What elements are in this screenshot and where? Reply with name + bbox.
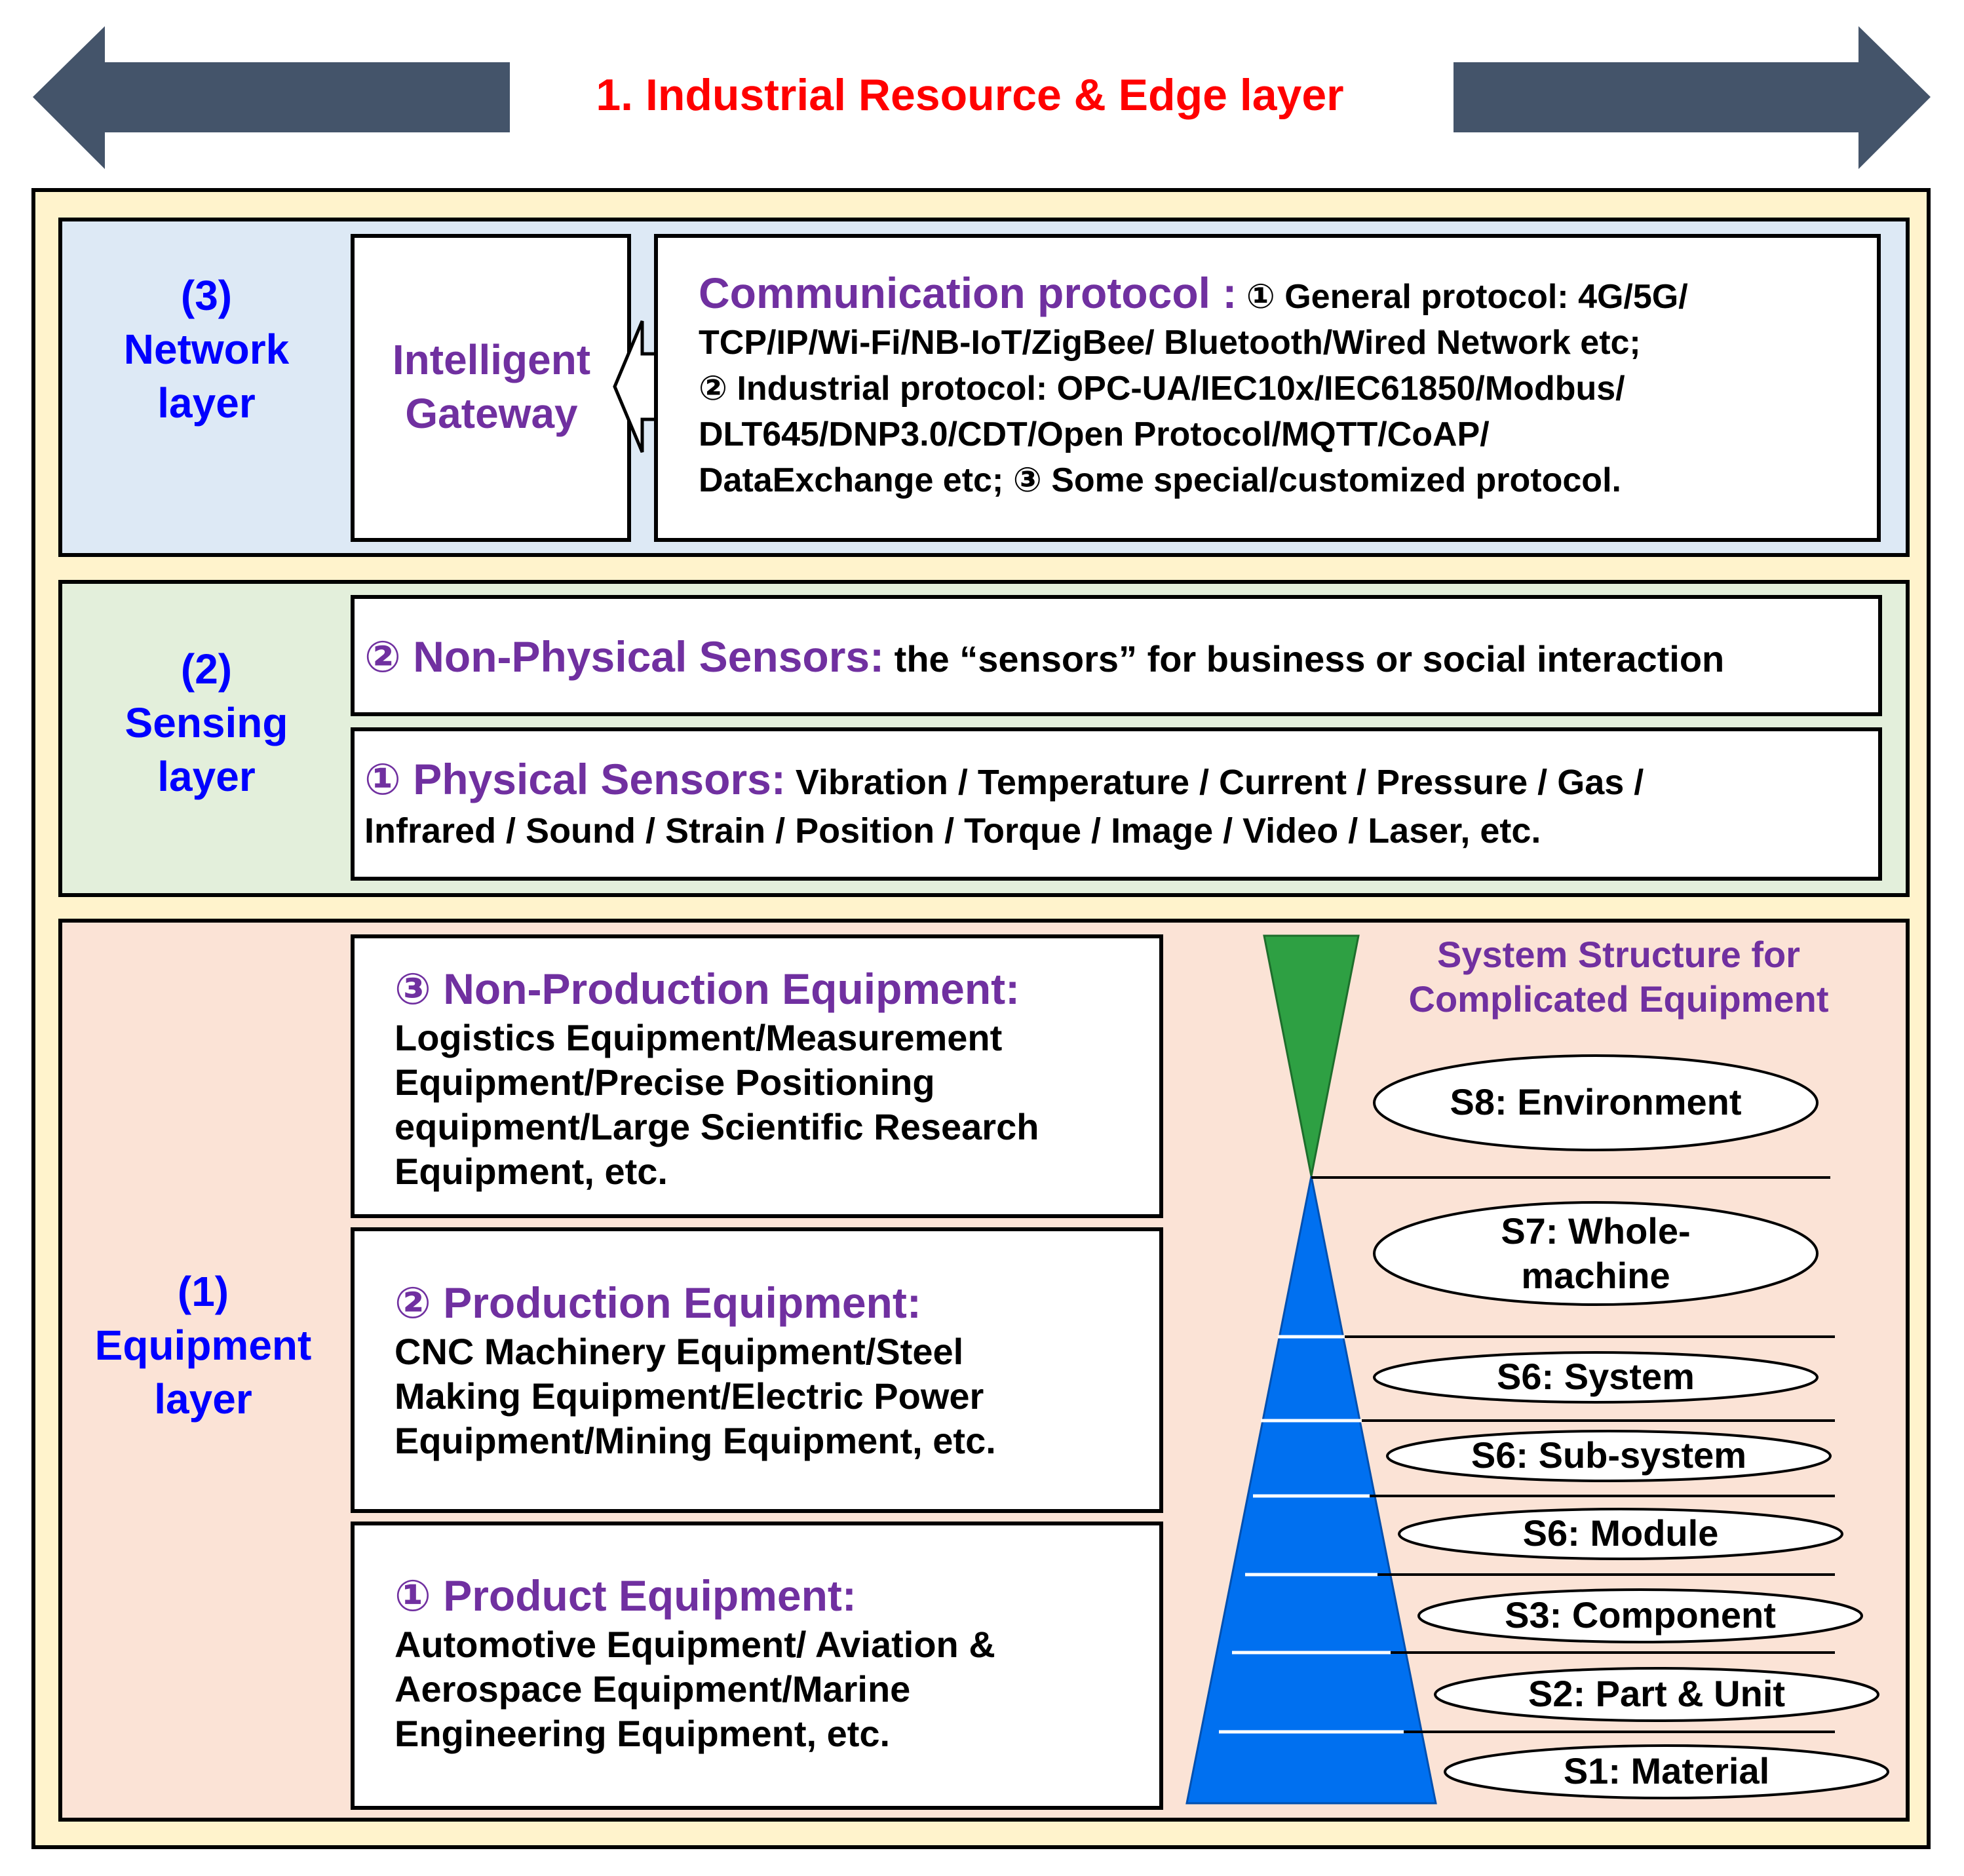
- level-ellipse-s1: [1444, 1744, 1889, 1799]
- product-equipment-text: ① Product Equipment: Automotive Equipmen…: [395, 1569, 1142, 1756]
- level-ellipse-s7: [1373, 1201, 1819, 1306]
- equipment-hierarchy-triangle: [1185, 1176, 1437, 1805]
- network-layer-label: (3) Network layer: [123, 272, 290, 427]
- pyramid-divider-lines: [1219, 1335, 1404, 1734]
- level-label-s2: S2: Part & Unit: [1528, 1673, 1786, 1714]
- protocol-line: TCP/IP/Wi-Fi/NB-IoT/ZigBee/ Bluetooth/Wi…: [699, 324, 1641, 362]
- protocol-text: Communication protocol : ① General proto…: [699, 270, 1872, 503]
- diagram-title: 1. Industrial Resource & Edge layer: [596, 70, 1344, 120]
- product-equipment-heading: ① Product Equipment:: [395, 1571, 857, 1620]
- sensing-layer-label: (2) Sensing layer: [125, 645, 288, 800]
- physical-sensors-text: ① Physical Sensors: Vibration / Temperat…: [364, 755, 1644, 851]
- physical-sensors-box: [351, 727, 1882, 881]
- non-physical-sensors-box: [351, 595, 1882, 716]
- double-arrow-graphic: [33, 26, 1931, 169]
- level-label-s8: S8: Environment: [1450, 1081, 1742, 1122]
- production-equipment-heading: ② Production Equipment:: [395, 1278, 921, 1327]
- non-production-equipment-heading: ③ Non-Production Equipment:: [395, 965, 1020, 1013]
- level-label-s6-subsystem: S6: Sub-system: [1471, 1434, 1747, 1476]
- protocol-line: DLT645/DNP3.0/CDT/Open Protocol/MQTT/CoA…: [699, 415, 1490, 453]
- production-equipment-box: [351, 1227, 1163, 1513]
- non-production-equipment-box: [351, 934, 1163, 1218]
- left-arrow-icon: [33, 26, 510, 169]
- level-separator-lines: [1311, 1176, 1835, 1733]
- level-label-s3: S3: Component: [1505, 1594, 1776, 1636]
- non-physical-sensors-text: ② Non-Physical Sensors: the “sensors” fo…: [364, 630, 1872, 685]
- level-label-s6-system: S6: System: [1497, 1356, 1695, 1397]
- non-physical-sensors-heading: ② Non-Physical Sensors:: [364, 632, 885, 681]
- non-physical-sensors-desc: the “sensors” for business or social int…: [894, 638, 1725, 680]
- gateway-label: Intelligent Gateway: [392, 336, 591, 437]
- protocol-line: ① General protocol: 4G/5G/: [1246, 278, 1688, 316]
- protocol-line: ② Industrial protocol: OPC-UA/IEC10x/IEC…: [699, 370, 1625, 408]
- level-ellipse-s8: [1373, 1054, 1819, 1151]
- right-arrow-icon: [1454, 26, 1931, 169]
- level-ellipse-s6-module: [1398, 1508, 1843, 1560]
- level-ellipse-s6-system: [1373, 1351, 1819, 1404]
- level-label-s1: S1: Material: [1563, 1750, 1770, 1791]
- protocol-heading: Communication protocol :: [699, 269, 1237, 317]
- equipment-layer-label: (1) Equipment layer: [94, 1268, 312, 1423]
- environment-triangle: [1263, 934, 1360, 1177]
- product-equipment-box: [351, 1522, 1163, 1810]
- level-label-s6-module: S6: Module: [1522, 1512, 1719, 1554]
- protocol-box: [654, 234, 1881, 542]
- level-ellipses: [1373, 1054, 1889, 1799]
- physical-sensors-heading: ① Physical Sensors:: [364, 755, 786, 803]
- system-structure-title: System Structure for Complicated Equipme…: [1408, 934, 1829, 1020]
- level-ellipse-s2: [1434, 1667, 1879, 1722]
- protocol-line: DataExchange etc; ③ Some special/customi…: [699, 461, 1621, 499]
- level-ellipse-s6-subsystem: [1386, 1430, 1832, 1482]
- non-production-equipment-text: ③ Non-Production Equipment: Logistics Eq…: [395, 962, 1142, 1194]
- production-equipment-text: ② Production Equipment: CNC Machinery Eq…: [395, 1276, 1142, 1463]
- level-label-s7: S7: Whole- machine: [1501, 1210, 1691, 1296]
- level-ellipse-s3: [1417, 1588, 1863, 1643]
